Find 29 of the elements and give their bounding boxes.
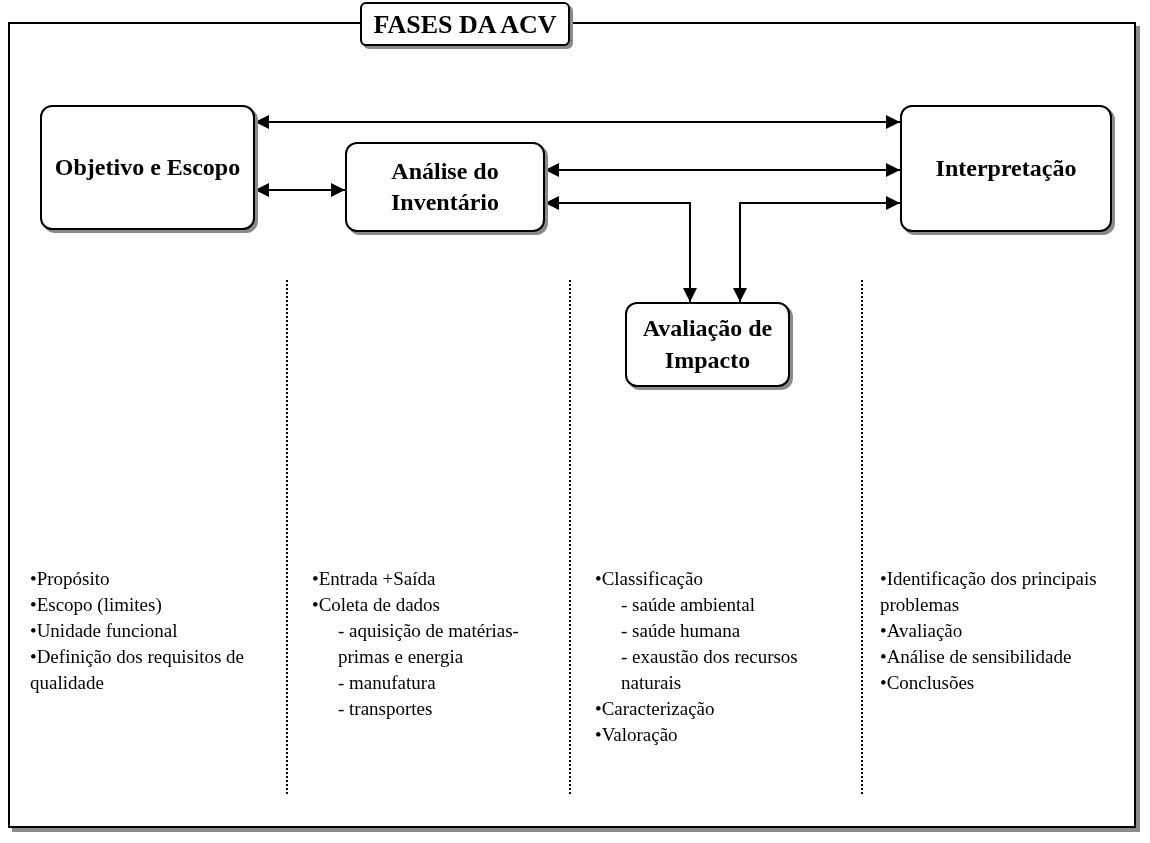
list-item: •Coleta de dados — [312, 593, 441, 617]
box-label: Objetivo e Escopo — [54, 152, 241, 182]
list-item: •Definição dos requisitos de qualidade — [30, 645, 246, 695]
list-item: •Identificação dos principais problemas — [880, 567, 1098, 617]
list-item: •Análise de sensibilidade — [880, 645, 1073, 669]
arrow — [733, 196, 901, 303]
list-item: - manufatura — [337, 671, 437, 695]
list-item: •Entrada +Saída — [312, 567, 437, 591]
list-item: - saúde ambiental — [620, 593, 756, 617]
list-item: •Propósito — [30, 567, 111, 591]
list-item: •Valoração — [595, 723, 679, 747]
list-item: •Unidade funcional — [30, 619, 179, 643]
list-item: •Avaliação — [880, 619, 964, 643]
list-item: •Classificação — [595, 567, 704, 591]
box-label: Interpretação — [935, 153, 1077, 183]
list-item: - saúde humana — [620, 619, 742, 643]
list-item: •Escopo (limites) — [30, 593, 163, 617]
process-box — [345, 142, 545, 232]
list-item: •Caracterização — [595, 697, 716, 721]
list-item: - transportes — [337, 697, 434, 721]
process-box — [625, 302, 790, 387]
box-label: Avaliação de Impacto — [641, 314, 774, 375]
process-box — [40, 105, 255, 230]
process-box — [900, 105, 1112, 232]
box-label: Análise do Inventário — [390, 156, 500, 217]
title-box: FASES DA ACV — [360, 2, 570, 46]
list-item: - aquisição de matérias-primas e energia — [337, 619, 520, 669]
list-item: - exaustão dos recursos naturais — [620, 645, 799, 695]
list-item: •Conclusões — [880, 671, 976, 695]
